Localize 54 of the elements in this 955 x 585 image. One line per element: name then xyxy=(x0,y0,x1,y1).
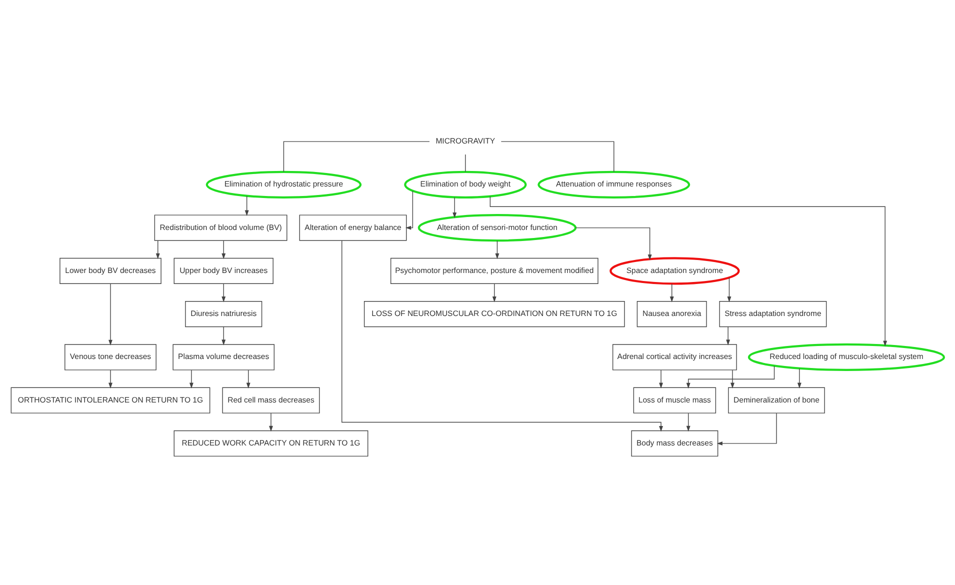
node-box: REDUCED WORK CAPACITY ON RETURN TO 1G xyxy=(174,430,368,457)
arrow xyxy=(492,284,496,302)
node-box: Alteration of energy balance xyxy=(299,214,407,241)
arrow xyxy=(108,370,112,388)
arrow xyxy=(659,370,663,388)
node-box: ORTHOSTATIC INTOLERANCE ON RETURN TO 1G xyxy=(10,387,210,414)
arrow xyxy=(222,240,226,260)
arrow xyxy=(575,227,652,260)
node-box: Loss of muscle mass xyxy=(633,387,716,414)
node-ellipse: Elimination of hydrostatic pressure xyxy=(206,170,362,198)
node-ellipse: Reduced loading of musculo-skeletal system xyxy=(748,343,946,371)
node-box: Red cell mass decreases xyxy=(222,387,320,414)
node-box: Venous tone decreases xyxy=(64,344,156,370)
node-box: Diuresis natriuresis xyxy=(185,300,262,328)
node-ellipse: Alteration of sensori-motor function xyxy=(418,214,577,242)
node-box: LOSS OF NEUROMUSCULAR CO-ORDINATION ON RETURN TO 1G xyxy=(364,300,625,328)
arrow xyxy=(730,370,734,388)
arrow xyxy=(452,197,457,218)
node-box: Redistribution of blood volume (BV) xyxy=(154,214,288,241)
arrow xyxy=(269,412,273,432)
node-box: Body mass decreases xyxy=(631,430,718,457)
node-box: Upper body BV increases xyxy=(174,258,274,284)
arrow xyxy=(156,240,160,260)
arrow xyxy=(244,196,249,216)
arrow xyxy=(222,326,226,346)
node-box: Demineralization of bone xyxy=(728,387,825,414)
arrow xyxy=(342,240,663,432)
connector xyxy=(283,141,430,172)
arrow xyxy=(495,240,500,260)
connector xyxy=(465,154,466,172)
arrow xyxy=(108,283,112,346)
node-box: Plasma volume decreases xyxy=(172,344,275,370)
arrow xyxy=(726,326,730,346)
arrow xyxy=(797,368,802,388)
node-box: Nausea anorexia xyxy=(636,300,707,328)
connector xyxy=(500,141,614,172)
node-ellipse: Attenuation of immune responses xyxy=(538,170,690,198)
node-ellipse: Space adaptation syndrome xyxy=(610,257,740,285)
arrow xyxy=(222,284,226,302)
node-ellipse: Elimination of body weight xyxy=(404,170,527,198)
arrow xyxy=(686,366,775,389)
arrow xyxy=(490,196,888,346)
node-box: Psychomotor performance, posture & movement modified xyxy=(390,258,598,284)
arrow xyxy=(189,370,194,388)
node-box: Adrenal cortical activity increases xyxy=(612,344,737,370)
arrow xyxy=(716,412,777,446)
node-box: Stress adaptation syndrome xyxy=(719,300,827,328)
arrow xyxy=(405,190,414,230)
arrow xyxy=(246,370,250,388)
node-text: MICROGRAVITY xyxy=(436,136,496,146)
arrow xyxy=(686,412,690,432)
arrow xyxy=(727,277,732,302)
node-box: Lower body BV decreases xyxy=(60,258,162,284)
arrow xyxy=(670,284,674,302)
